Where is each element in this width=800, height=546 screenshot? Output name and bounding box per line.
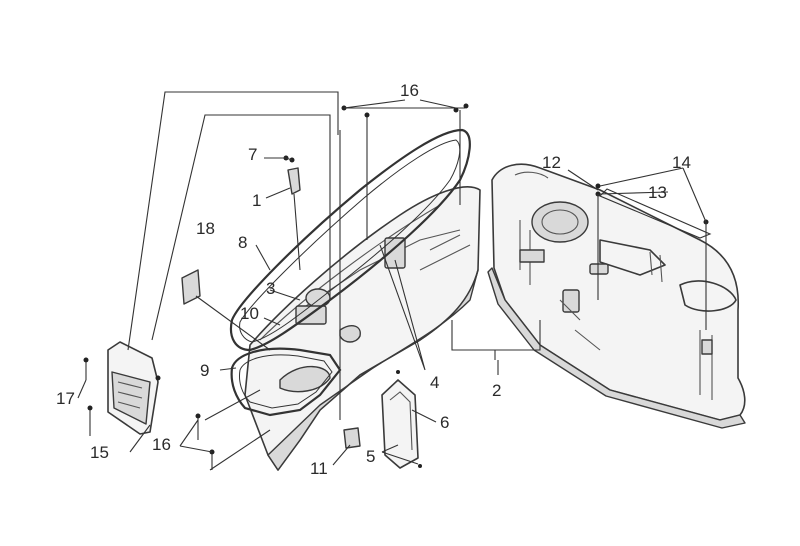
callout-4: 4 (430, 373, 439, 392)
callout-6: 6 (440, 413, 449, 432)
cap-part (339, 130, 361, 449)
hook-part (283, 155, 301, 271)
callout-12: 12 (542, 153, 561, 172)
trim-ring (230, 347, 342, 417)
callout-17: 17 (56, 389, 75, 408)
callout-2: 2 (492, 381, 501, 400)
callout-16-top: 16 (400, 81, 419, 100)
storage-box (244, 186, 481, 471)
leader-lines (77, 99, 707, 466)
plate-part (381, 370, 422, 469)
callout-14: 14 (672, 153, 691, 172)
callout-3: 3 (266, 279, 275, 298)
callout-10: 10 (240, 304, 259, 323)
callout-5: 5 (366, 447, 375, 466)
callout-7: 7 (248, 145, 257, 164)
frame-body (487, 163, 746, 429)
assembly-lines (127, 91, 541, 471)
callout-8: 8 (238, 233, 247, 252)
callouts: 1 2 3 4 5 6 7 8 9 10 11 12 13 14 15 16 1… (56, 81, 691, 478)
callout-11: 11 (310, 459, 328, 478)
callout-13: 13 (648, 183, 667, 202)
label-sticker (181, 269, 201, 305)
callout-1: 1 (252, 191, 261, 210)
callout-16-bottom: 16 (152, 435, 171, 454)
callout-15: 15 (90, 443, 109, 462)
callout-18: 18 (196, 219, 215, 238)
side-panel (83, 341, 161, 436)
callout-9: 9 (200, 361, 209, 380)
